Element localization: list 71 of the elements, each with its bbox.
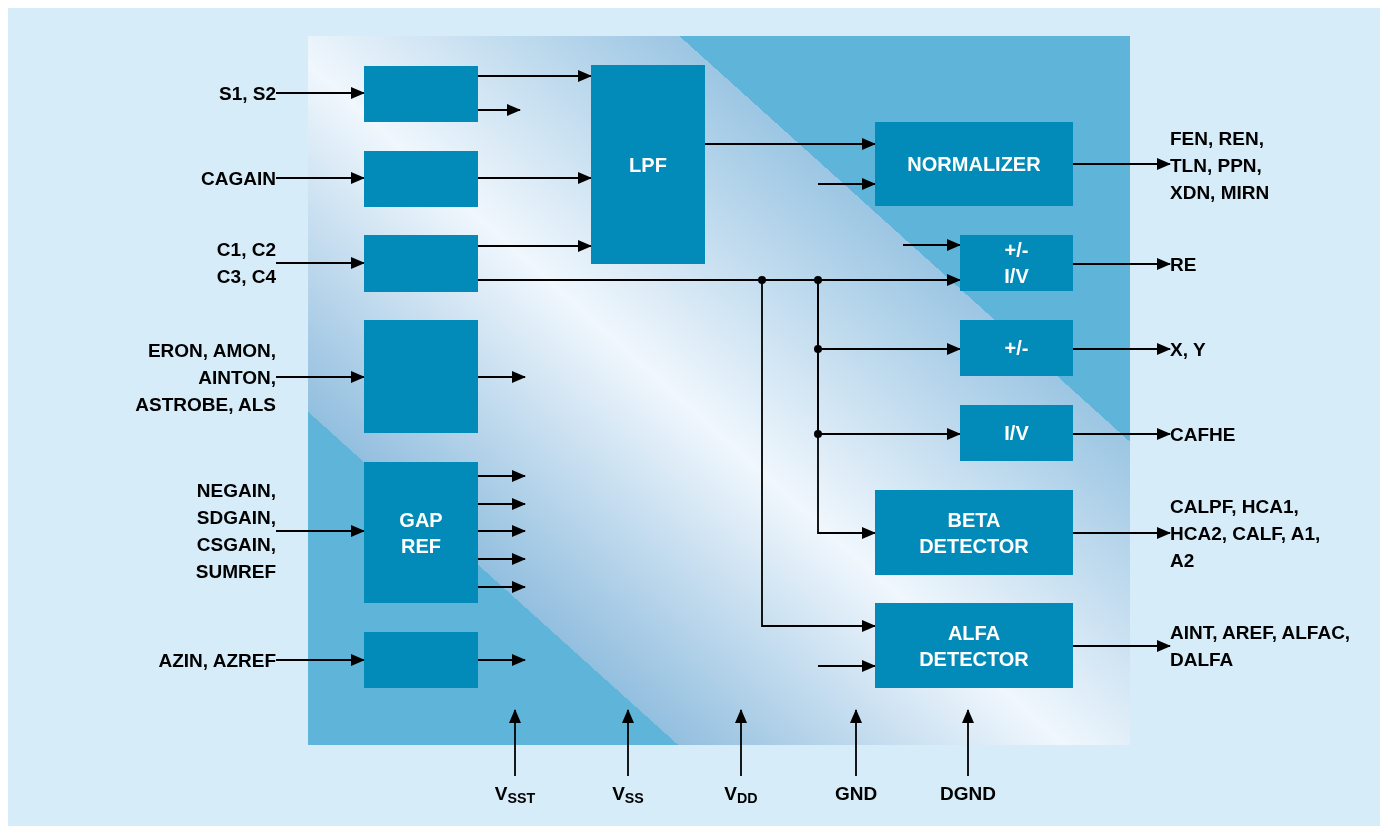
signal-label: C1, C2 C3, C4: [150, 236, 276, 290]
pin-label: V$_{DD}$: [701, 776, 781, 810]
function-block: [591, 65, 705, 264]
pin-label: GND: [816, 776, 896, 810]
function-block: [960, 405, 1073, 461]
block-label: LPF: [629, 152, 667, 178]
signal-arrow: [622, 709, 634, 777]
function-block: [364, 151, 478, 207]
signal-label: CAFHE: [1170, 421, 1340, 447]
signal-label: AINT, AREF, ALFAC, DALFA: [1170, 619, 1370, 673]
signal-label: S1, S2: [150, 80, 276, 106]
block-label: +/-: [1004, 336, 1029, 361]
function-block: [364, 66, 478, 122]
signal-arrow: [477, 498, 526, 510]
signal-arrow: [477, 553, 526, 565]
block-label: BETA DETECTOR: [918, 507, 1030, 559]
signal-arrow: [850, 709, 862, 777]
pin-label: V$_{SST}$: [475, 776, 555, 810]
block-label: I/V: [1004, 421, 1029, 446]
signal-arrow: [275, 172, 365, 184]
signal-arrow: [477, 240, 592, 252]
pin-label: DGND: [928, 776, 1008, 810]
function-block: [875, 122, 1073, 206]
signal-arrow: [735, 709, 747, 777]
signal-arrow: [1072, 640, 1171, 652]
signal-arrow: [275, 257, 365, 269]
function-block: [960, 235, 1073, 291]
signal-label: X, Y: [1170, 336, 1340, 362]
signal-arrow: [1072, 258, 1171, 270]
signal-arrow: [817, 178, 876, 190]
signal-arrow: [477, 172, 592, 184]
pin-label: V$_{SS}$: [588, 776, 668, 810]
signal-arrow: [902, 239, 961, 251]
signal-label: AZIN, AZREF: [90, 647, 276, 673]
block-label: NORMALIZER: [907, 152, 1041, 177]
signal-arrow: [509, 709, 521, 777]
function-block: [875, 490, 1073, 575]
function-block: [875, 603, 1073, 688]
block-label: GAP REF: [398, 507, 444, 559]
function-block: [364, 235, 478, 292]
signal-arrow: [1072, 527, 1171, 539]
signal-label: CAGAIN: [150, 165, 276, 191]
signal-label: CALPF, HCA1, HCA2, CALF, A1, A2: [1170, 492, 1360, 574]
function-block: [960, 320, 1073, 376]
signal-arrow: [477, 654, 526, 666]
signal-arrow: [704, 138, 876, 150]
block-label: +/- I/V: [1003, 238, 1030, 289]
signal-arrow: [817, 660, 876, 672]
signal-label: NEGAIN, SDGAIN, CSGAIN, SUMREF: [110, 476, 276, 586]
signal-arrow: [1072, 158, 1171, 170]
chip-outline: [308, 36, 1130, 745]
signal-arrow: [477, 581, 526, 593]
signal-arrow: [477, 104, 521, 116]
signal-arrow: [962, 709, 974, 777]
function-block: [364, 320, 478, 433]
signal-label: FEN, REN, TLN, PPN, XDN, MIRN: [1170, 124, 1340, 206]
signal-arrow: [275, 654, 365, 666]
block-label: ALFA DETECTOR: [918, 620, 1030, 672]
signal-arrow: [477, 371, 526, 383]
function-block: [364, 462, 478, 603]
signal-arrow: [275, 371, 365, 383]
signal-arrow: [477, 525, 526, 537]
function-block: [364, 632, 478, 688]
signal-arrow: [275, 525, 365, 537]
signal-arrow: [1072, 343, 1171, 355]
signal-arrow: [477, 70, 592, 82]
signal-label: ERON, AMON, AINTON, ASTROBE, ALS: [70, 336, 276, 418]
signal-arrow: [275, 87, 365, 99]
signal-label: RE: [1170, 251, 1340, 277]
signal-arrow: [1072, 428, 1171, 440]
signal-arrow: [477, 470, 526, 482]
